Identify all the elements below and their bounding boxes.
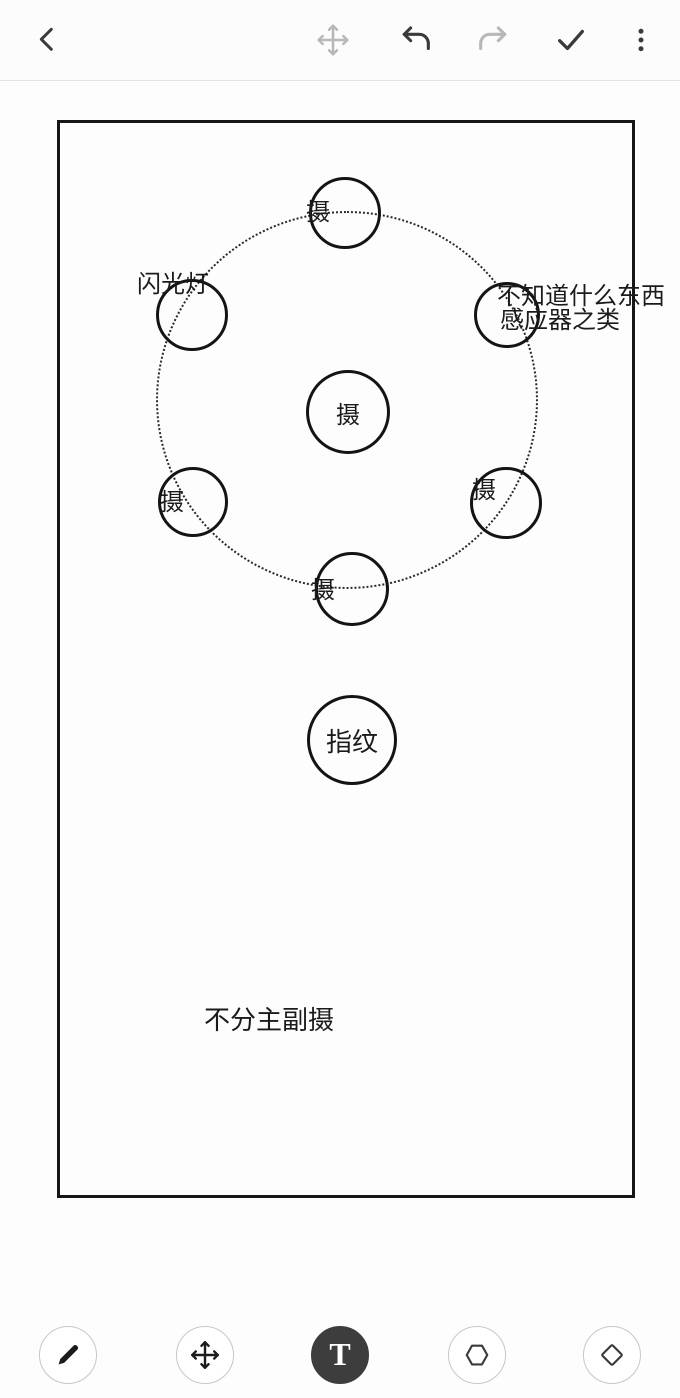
camera-circle-center[interactable]: 摄 <box>306 370 390 454</box>
move-canvas-button[interactable] <box>305 12 361 68</box>
sensor-label-line1[interactable]: 不知道什么东西 <box>497 282 665 310</box>
hexagon-icon <box>462 1340 492 1370</box>
text-tool-button[interactable]: T <box>311 1326 369 1384</box>
back-button[interactable] <box>20 12 76 68</box>
note-text[interactable]: 不分主副摄 <box>204 1006 335 1036</box>
camera-circle-left[interactable] <box>158 467 228 537</box>
flash-circle[interactable] <box>156 279 228 351</box>
flash-label[interactable]: 闪光灯 <box>137 270 209 298</box>
camera-circle-top[interactable] <box>309 177 381 249</box>
move-tool-icon <box>188 1338 222 1372</box>
redo-icon <box>475 23 509 57</box>
fingerprint-circle[interactable]: 指纹 <box>307 695 397 785</box>
camera-circle-bottom[interactable] <box>315 552 389 626</box>
fingerprint-label[interactable]: 指纹 <box>325 727 378 758</box>
eraser-icon <box>597 1340 627 1370</box>
top-camera-label[interactable]: 摄 <box>306 198 330 226</box>
phone-outline-rect[interactable] <box>57 120 635 1198</box>
top-toolbar <box>0 0 680 81</box>
eraser-tool-button[interactable] <box>583 1326 641 1384</box>
pen-tool-button[interactable] <box>39 1326 97 1384</box>
camera-circle-right[interactable] <box>470 467 542 539</box>
left-camera-label[interactable]: 摄 <box>160 488 184 516</box>
text-tool-icon: T <box>329 1336 351 1372</box>
sensor-circle[interactable] <box>474 282 540 348</box>
move-tool-button[interactable] <box>176 1326 234 1384</box>
kebab-menu-icon <box>626 25 656 55</box>
pen-icon <box>53 1340 83 1370</box>
right-camera-label[interactable]: 摄 <box>472 476 496 504</box>
redo-button[interactable] <box>464 12 520 68</box>
back-icon <box>32 24 64 56</box>
confirm-button[interactable] <box>543 12 599 68</box>
center-camera-label[interactable]: 摄 <box>336 400 360 429</box>
shape-tool-button[interactable] <box>448 1326 506 1384</box>
overflow-menu-button[interactable] <box>613 12 669 68</box>
bottom-camera-label[interactable]: 摄 <box>311 576 335 604</box>
check-icon <box>554 23 588 57</box>
undo-icon <box>400 23 434 57</box>
undo-button[interactable] <box>389 12 445 68</box>
sensor-label-line2[interactable]: 感应器之类 <box>500 306 620 334</box>
move-icon <box>314 21 352 59</box>
